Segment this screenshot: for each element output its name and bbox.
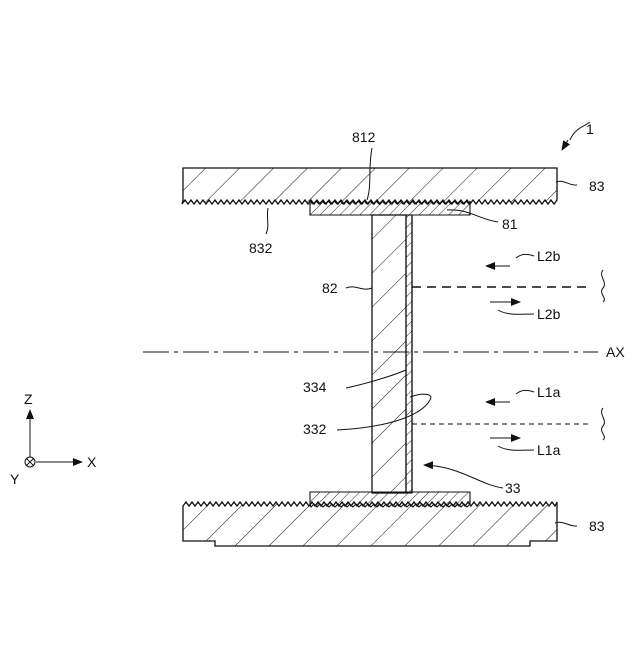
beam-lines (412, 270, 604, 440)
label-812: 812 (352, 129, 376, 145)
label-334: 334 (303, 379, 327, 395)
label-figure-ref: 1 (586, 121, 594, 137)
label-332: 332 (303, 421, 327, 437)
label-ax: AX (606, 344, 625, 360)
top-flange (310, 201, 470, 215)
label-81: 81 (502, 216, 518, 232)
label-82: 82 (322, 280, 338, 296)
label-l1a-in: L1a (537, 384, 561, 400)
label-83-top: 83 (589, 178, 605, 194)
y-axis-into-page-icon (25, 457, 35, 467)
label-83-bottom: 83 (589, 518, 605, 534)
label-33: 33 (505, 480, 521, 496)
bottom-flange (310, 492, 470, 507)
label-z: Z (24, 391, 33, 407)
label-y: Y (10, 471, 20, 487)
coordinate-system: Z X Y (10, 391, 97, 487)
label-832: 832 (249, 240, 273, 256)
label-l2b-out: L2b (537, 306, 561, 322)
bottom-plate (183, 502, 557, 546)
label-l2b-in: L2b (537, 248, 561, 264)
label-l1a-out: L1a (537, 442, 561, 458)
web-member (372, 215, 412, 493)
label-x: X (87, 454, 97, 470)
